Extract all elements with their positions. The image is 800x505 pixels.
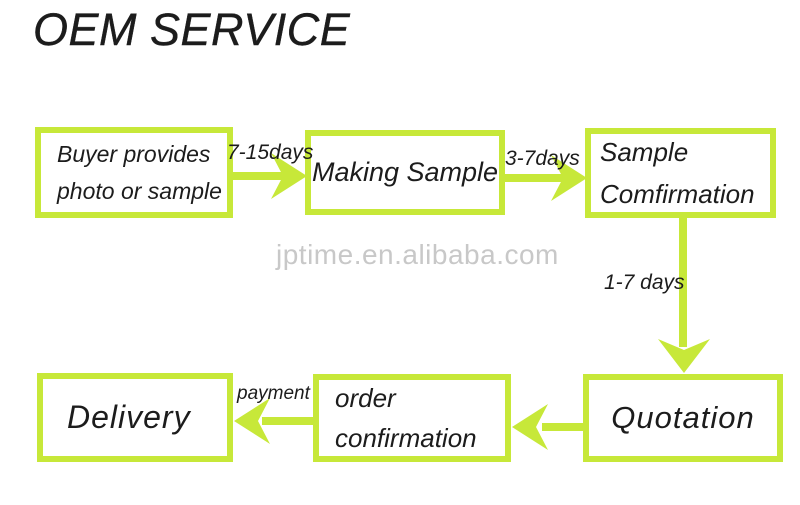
node-label-line: Comfirmation bbox=[600, 179, 755, 209]
arrow-shaft bbox=[679, 217, 687, 347]
arrow-sample-to-quotation bbox=[658, 217, 710, 373]
edge-label-3-7days: 3-7days bbox=[505, 147, 580, 170]
arrow-head-right-icon bbox=[271, 153, 307, 199]
node-quotation: Quotation bbox=[583, 374, 783, 462]
arrow-head-left-icon bbox=[512, 404, 548, 450]
node-delivery: Delivery bbox=[37, 373, 233, 462]
node-label-line: confirmation bbox=[335, 423, 477, 453]
node-sample-confirmation: Sample Comfirmation bbox=[585, 128, 776, 218]
arrow-buyer-to-making bbox=[233, 153, 307, 199]
arrow-shaft bbox=[505, 174, 563, 182]
arrow-order-to-delivery bbox=[234, 398, 313, 444]
arrow-shaft bbox=[233, 172, 285, 180]
node-label-line: order bbox=[335, 383, 396, 413]
edge-label-1-7-days: 1-7 days bbox=[604, 271, 685, 294]
arrow-head-down-icon bbox=[658, 339, 710, 373]
edge-label-payment: payment bbox=[237, 383, 310, 404]
arrow-making-to-sample bbox=[505, 155, 587, 201]
node-label-line: Sample bbox=[600, 137, 689, 167]
node-label-line: Buyer provides bbox=[57, 140, 211, 167]
arrow-head-left-icon bbox=[234, 398, 270, 444]
node-buyer-provides: Buyer provides photo or sample bbox=[35, 127, 233, 218]
node-making-sample: Making Sample bbox=[305, 130, 505, 215]
arrow-head-right-icon bbox=[551, 155, 587, 201]
node-label-line: photo or sample bbox=[57, 177, 222, 204]
node-label-line: Making Sample bbox=[311, 157, 499, 187]
watermark-text: jptime.en.alibaba.com bbox=[276, 239, 559, 270]
node-label-line: Quotation bbox=[611, 400, 755, 435]
page-title: OEM SERVICE bbox=[33, 4, 351, 55]
arrow-shaft bbox=[262, 417, 313, 425]
node-label-line: Delivery bbox=[67, 399, 191, 435]
arrow-shaft bbox=[542, 423, 583, 431]
edge-label-7-15days: 7-15days bbox=[227, 141, 314, 164]
arrow-quotation-to-order bbox=[512, 404, 583, 450]
node-order-confirmation: order confirmation bbox=[313, 374, 511, 462]
